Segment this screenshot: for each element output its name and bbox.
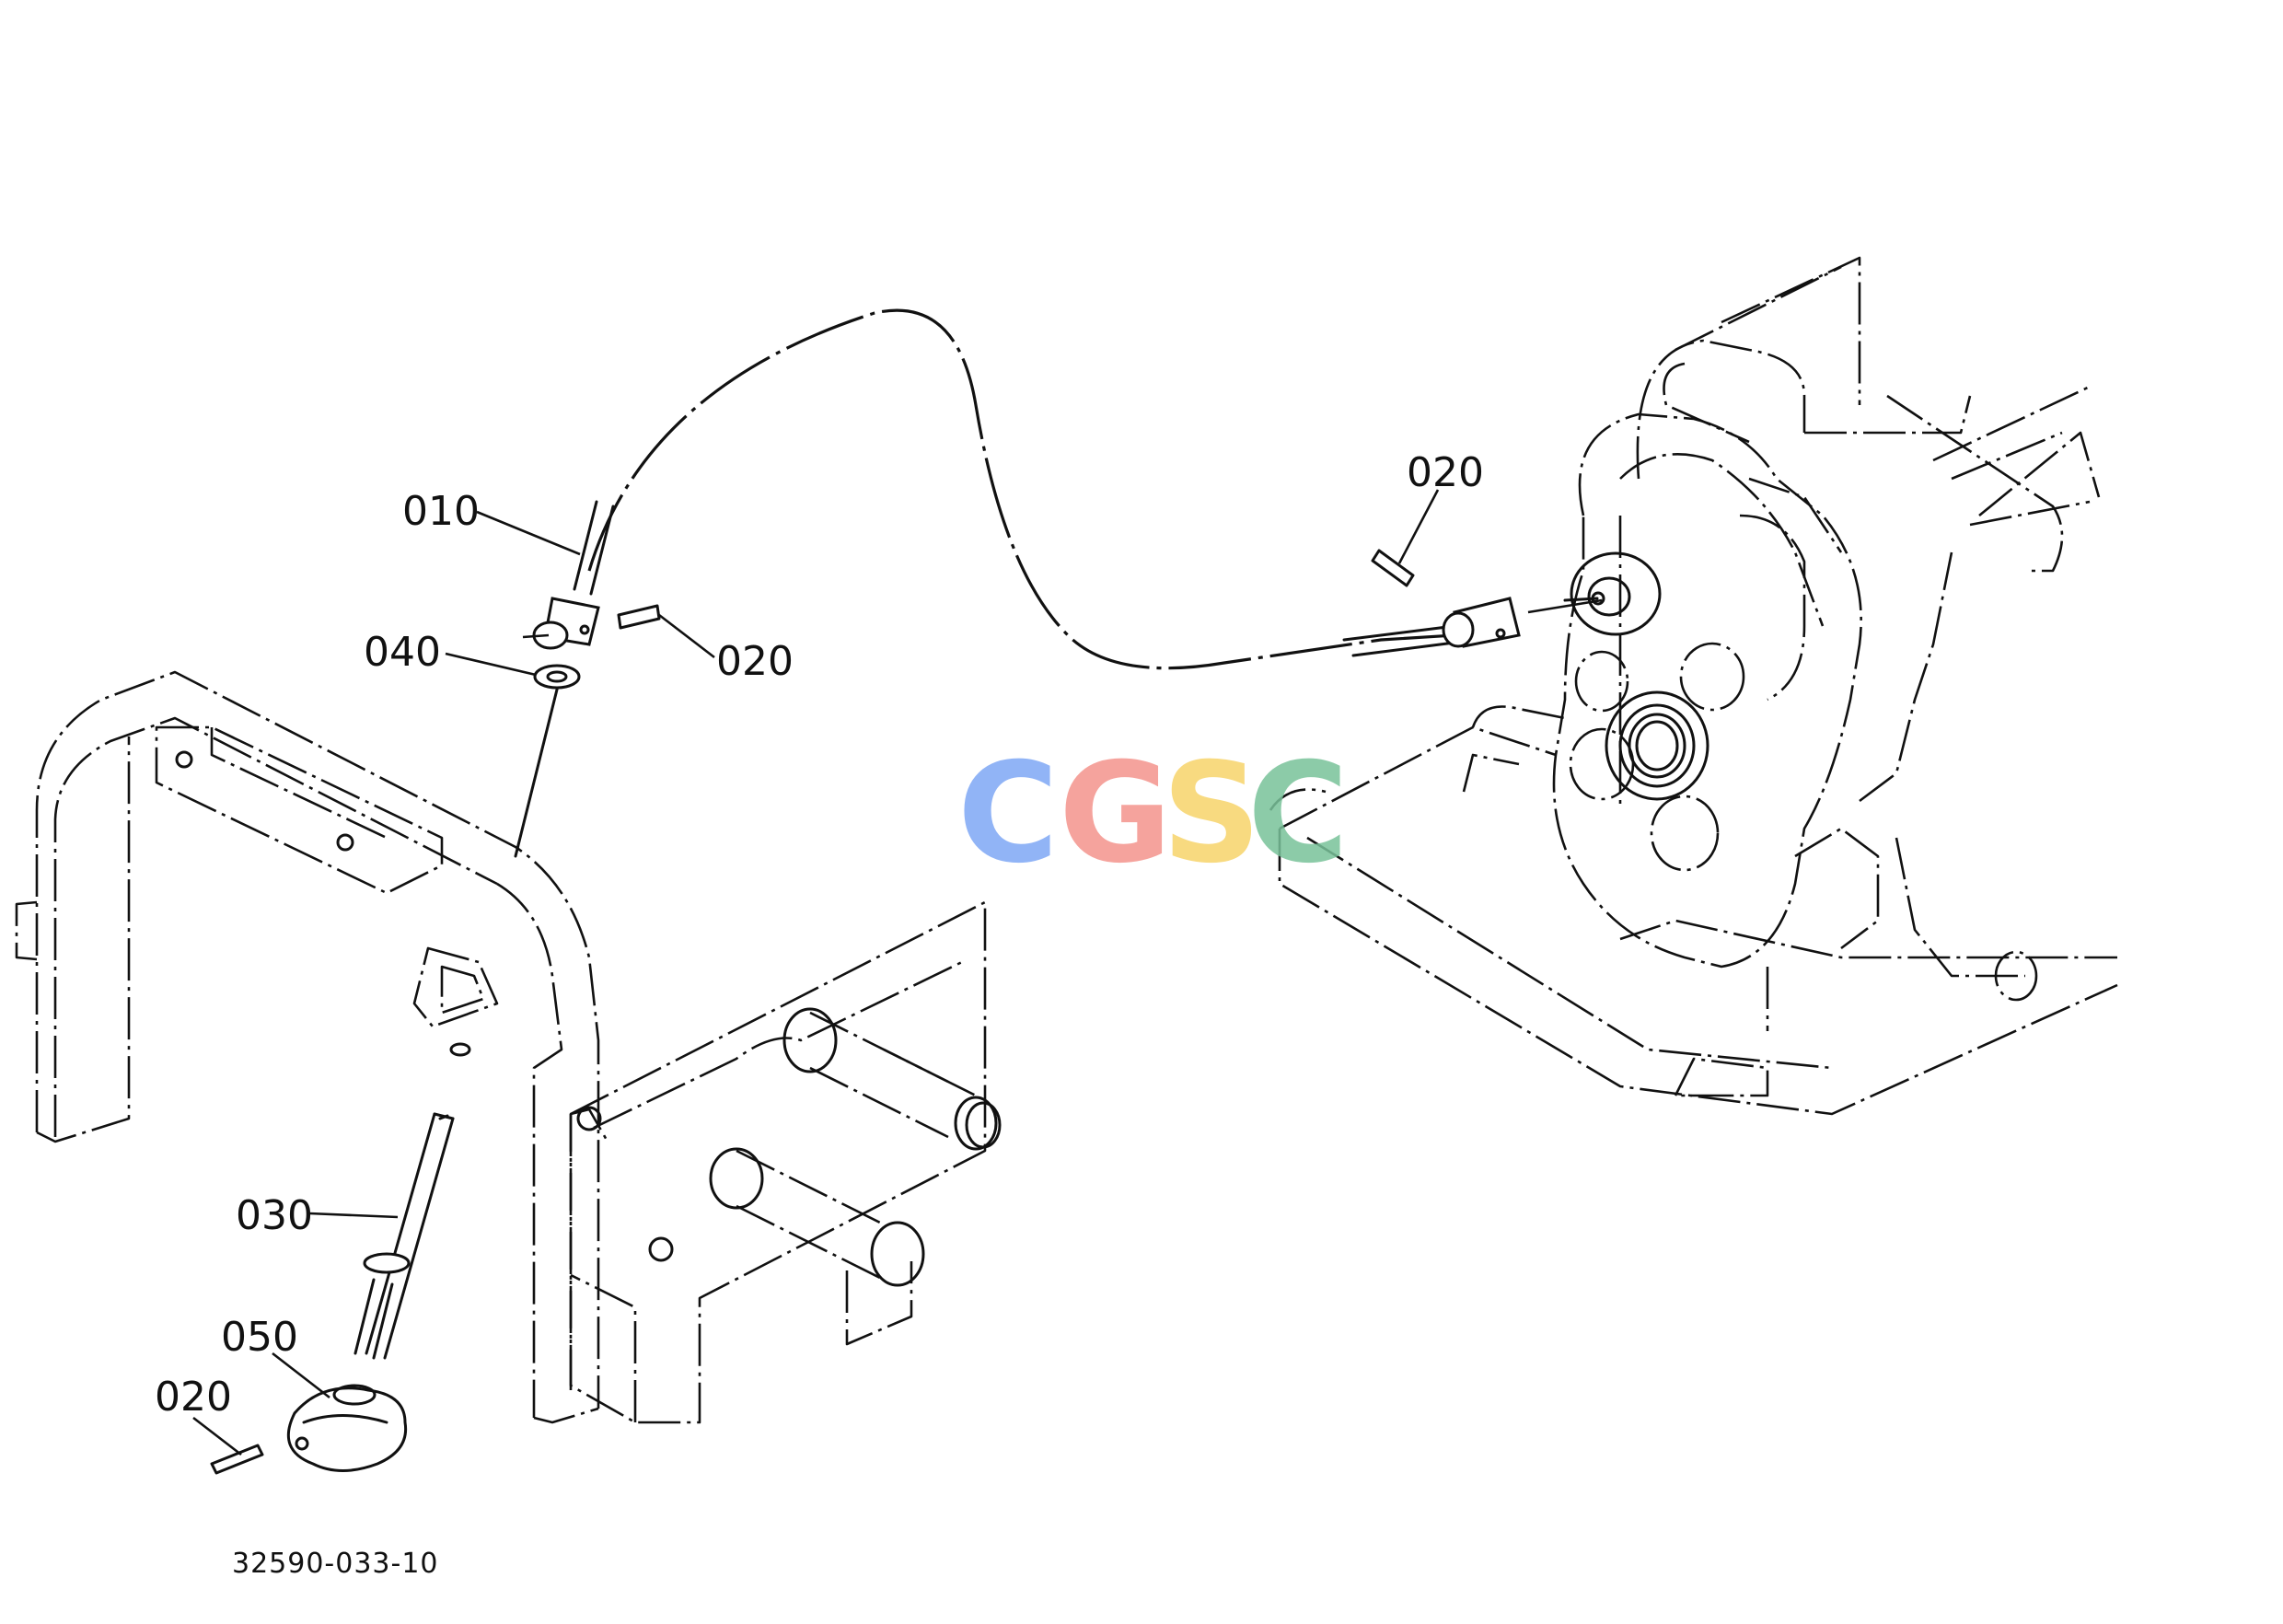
washer-040 xyxy=(533,664,581,690)
callout-040: 040 xyxy=(364,629,441,676)
spring-pin-020-upper xyxy=(617,604,661,630)
leader-lines xyxy=(192,489,1440,1456)
watermark-letter-c2: C xyxy=(1247,734,1349,894)
spring-pin-020-lower xyxy=(210,1444,264,1475)
spring-pin-020-right xyxy=(1371,549,1415,587)
mounting-bracket xyxy=(15,670,600,1424)
watermark-letter-g: G xyxy=(1059,734,1172,894)
control-cable-010 xyxy=(514,308,1456,858)
callout-020-lower: 020 xyxy=(155,1374,232,1421)
cable-end-right xyxy=(1442,597,1603,648)
callout-020-upper: 020 xyxy=(716,638,794,685)
callout-010: 010 xyxy=(402,488,480,535)
watermark-letter-s: S xyxy=(1162,734,1261,894)
pin-030 xyxy=(353,1112,455,1360)
knob-050 xyxy=(286,1384,408,1472)
figure-number: 32590-033-10 xyxy=(232,1548,439,1580)
cable-end-left xyxy=(522,597,600,650)
cgsc-watermark: C G S C xyxy=(957,734,1349,894)
callout-030: 030 xyxy=(236,1192,313,1239)
pump-assembly xyxy=(1269,256,2118,1116)
callout-050: 050 xyxy=(221,1314,298,1361)
base-plate-with-shafts xyxy=(569,900,1002,1424)
watermark-letter-c1: C xyxy=(957,734,1059,894)
callout-020-right: 020 xyxy=(1407,449,1484,496)
